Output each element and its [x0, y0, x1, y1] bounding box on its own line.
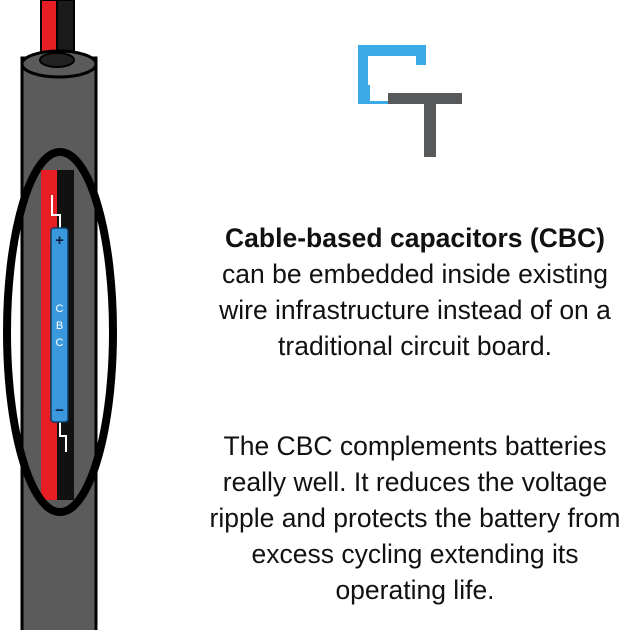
headline: Cable-based capacitors (CBC) [225, 223, 605, 253]
capacitor-lead-bottom [59, 422, 67, 452]
wire-ends [39, 52, 75, 68]
capacitor-body [50, 227, 69, 423]
intro-text: Cable-based capacitors (CBC) can be embe… [200, 220, 630, 364]
ct-logo [358, 45, 462, 157]
capacitor-minus: − [55, 402, 64, 419]
capacitor-plus: + [55, 232, 64, 249]
capacitor-lead-top [51, 195, 61, 228]
benefits-text: The CBC complements batteries really wel… [200, 428, 630, 608]
intro-paragraph: can be embedded inside existing wire inf… [219, 259, 611, 361]
logo-c-corner [388, 45, 426, 65]
highlight-ellipse [3, 148, 117, 516]
logo-t-shape [388, 93, 462, 157]
benefits-paragraph: The CBC complements batteries really wel… [209, 431, 621, 605]
